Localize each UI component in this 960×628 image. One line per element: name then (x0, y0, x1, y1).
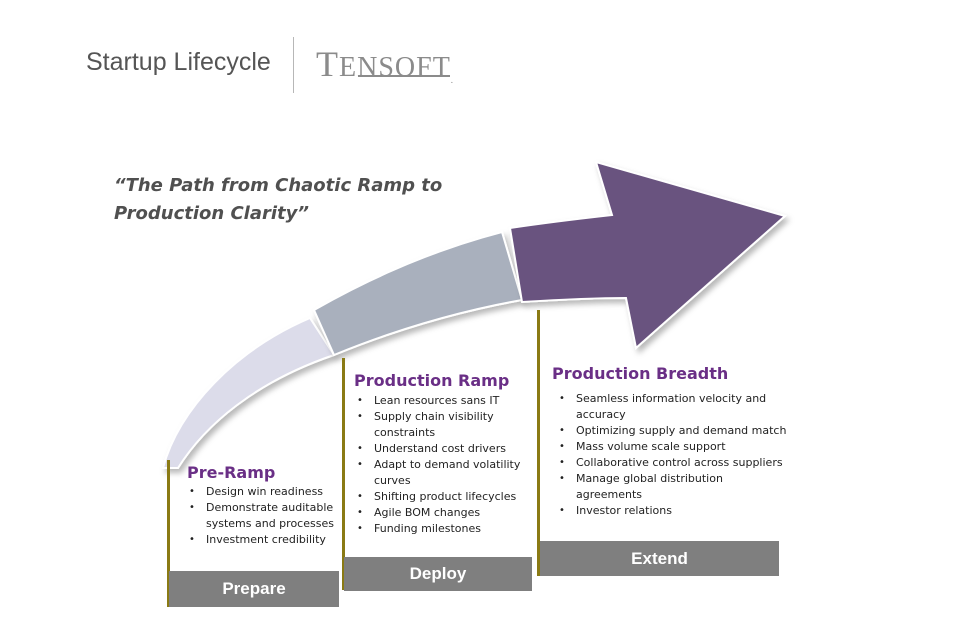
list-item: Investor relations (557, 503, 789, 519)
list-item: Seamless information velocity and accura… (557, 391, 789, 423)
arrow-segment-production-ramp (312, 230, 524, 357)
tagline-line-2: Production Clarity” (114, 203, 309, 224)
stage-marker-line (342, 358, 345, 590)
bullet-list-production-ramp: Lean resources sans IT Supply chain visi… (355, 393, 535, 537)
logo-initial: T (316, 44, 339, 84)
bullet-list-production-breadth: Seamless information velocity and accura… (557, 391, 789, 519)
stage-title-production-ramp: Production Ramp (354, 371, 510, 390)
logo-underline (358, 75, 451, 77)
list-item: Mass volume scale support (557, 439, 789, 455)
list-item: Demonstrate auditable systems and proces… (187, 500, 339, 532)
list-item: Shifting product lifecycles (355, 489, 535, 505)
list-item: Understand cost drivers (355, 441, 535, 457)
list-item: Manage global distribution agreements (557, 471, 789, 503)
list-item: Funding milestones (355, 521, 535, 537)
list-item: Investment credibility (187, 532, 339, 548)
list-item: Optimizing supply and demand match (557, 423, 789, 439)
list-item: Design win readiness (187, 484, 339, 500)
list-item: Agile BOM changes (355, 505, 535, 521)
phase-box-extend: Extend (540, 541, 779, 576)
logo-rest: ENSOFT (339, 52, 451, 83)
list-item: Collaborative control across suppliers (557, 455, 789, 471)
header-divider (293, 37, 294, 93)
tensoft-logo: TENSOFT. (316, 43, 454, 85)
list-item: Adapt to demand volatility curves (355, 457, 535, 489)
list-item: Supply chain visibility constraints (355, 409, 535, 441)
tagline-quote: “The Path from Chaotic Ramp to Productio… (114, 172, 474, 228)
bullet-list-pre-ramp: Design win readiness Demonstrate auditab… (187, 484, 339, 548)
tagline-line-1: “The Path from Chaotic Ramp to (114, 175, 443, 196)
stage-title-production-breadth: Production Breadth (552, 364, 729, 383)
arrow-segment-pre-ramp (161, 316, 336, 469)
phase-box-prepare: Prepare (169, 571, 339, 607)
stage-title-pre-ramp: Pre-Ramp (187, 463, 276, 482)
arrow-segment-production-breadth (508, 160, 788, 350)
page-title: Startup Lifecycle (86, 48, 271, 76)
list-item: Lean resources sans IT (355, 393, 535, 409)
stage-marker-line (167, 460, 170, 607)
phase-box-deploy: Deploy (344, 557, 532, 591)
stage-marker-line (537, 310, 540, 576)
logo-mark: . (450, 75, 455, 85)
